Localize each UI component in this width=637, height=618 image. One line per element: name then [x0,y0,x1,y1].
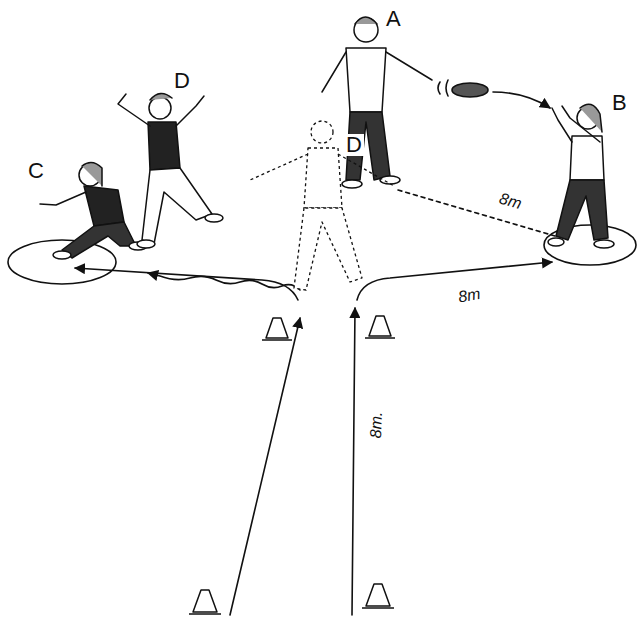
run-arrow [352,308,355,615]
cone [362,584,394,608]
ghost-player-figure [250,121,394,290]
throw-arrow [493,92,550,108]
player-figure [118,93,223,248]
run-arrow [75,268,298,300]
distance-label: 8m [455,285,484,305]
player-letter: C [26,160,46,182]
distance-line [398,190,555,236]
motion-marks [438,80,448,96]
run-arrow [230,318,300,615]
cone [365,316,395,338]
distance-label: 8m [496,190,526,213]
player-letter: B [610,92,629,114]
cone [189,590,221,614]
target-circle [8,240,116,284]
cone [262,318,292,340]
player-figure [548,104,614,248]
distance-label: 8m. [368,409,385,440]
player-letter: D [172,70,192,92]
defender-path [148,273,300,290]
player-figure [40,162,147,259]
player-letter: A [384,8,403,30]
run-arrow [357,262,552,300]
frisbee [452,83,488,97]
player-letter: D [344,134,364,156]
